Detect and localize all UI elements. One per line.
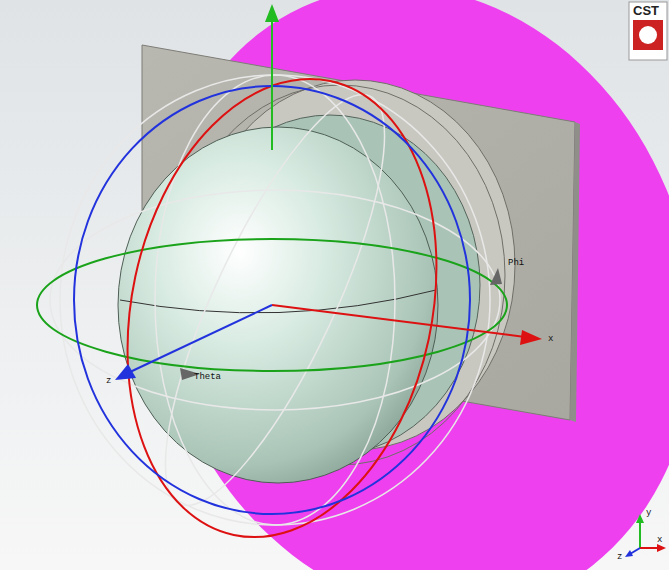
theta-circle [74,86,470,514]
field-disc [75,0,669,570]
axis-label: y [646,508,651,518]
logo-text: CST [633,4,659,18]
angle-label: Theta [194,372,221,382]
axes [115,4,542,380]
theta-circle [87,50,477,566]
logo-icon [633,20,663,50]
angle-label: Phi [508,258,524,268]
axis-label: x [657,535,662,545]
axis-label: x [548,334,553,344]
angle-circles [50,71,500,530]
logo-box [629,2,667,60]
axis-triad [625,514,666,557]
axis-label: z [617,552,622,562]
logo-icon [639,26,657,44]
axis-label: z [106,376,111,386]
lens-equator [120,290,436,313]
plate-edge [570,122,580,422]
